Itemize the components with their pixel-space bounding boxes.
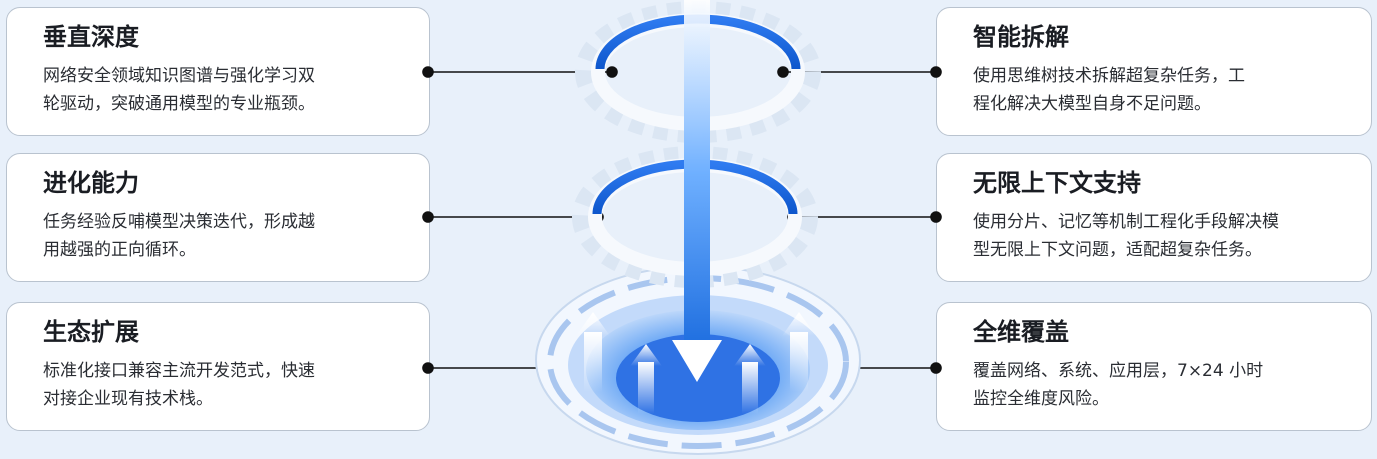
center-illustration	[0, 0, 1377, 459]
